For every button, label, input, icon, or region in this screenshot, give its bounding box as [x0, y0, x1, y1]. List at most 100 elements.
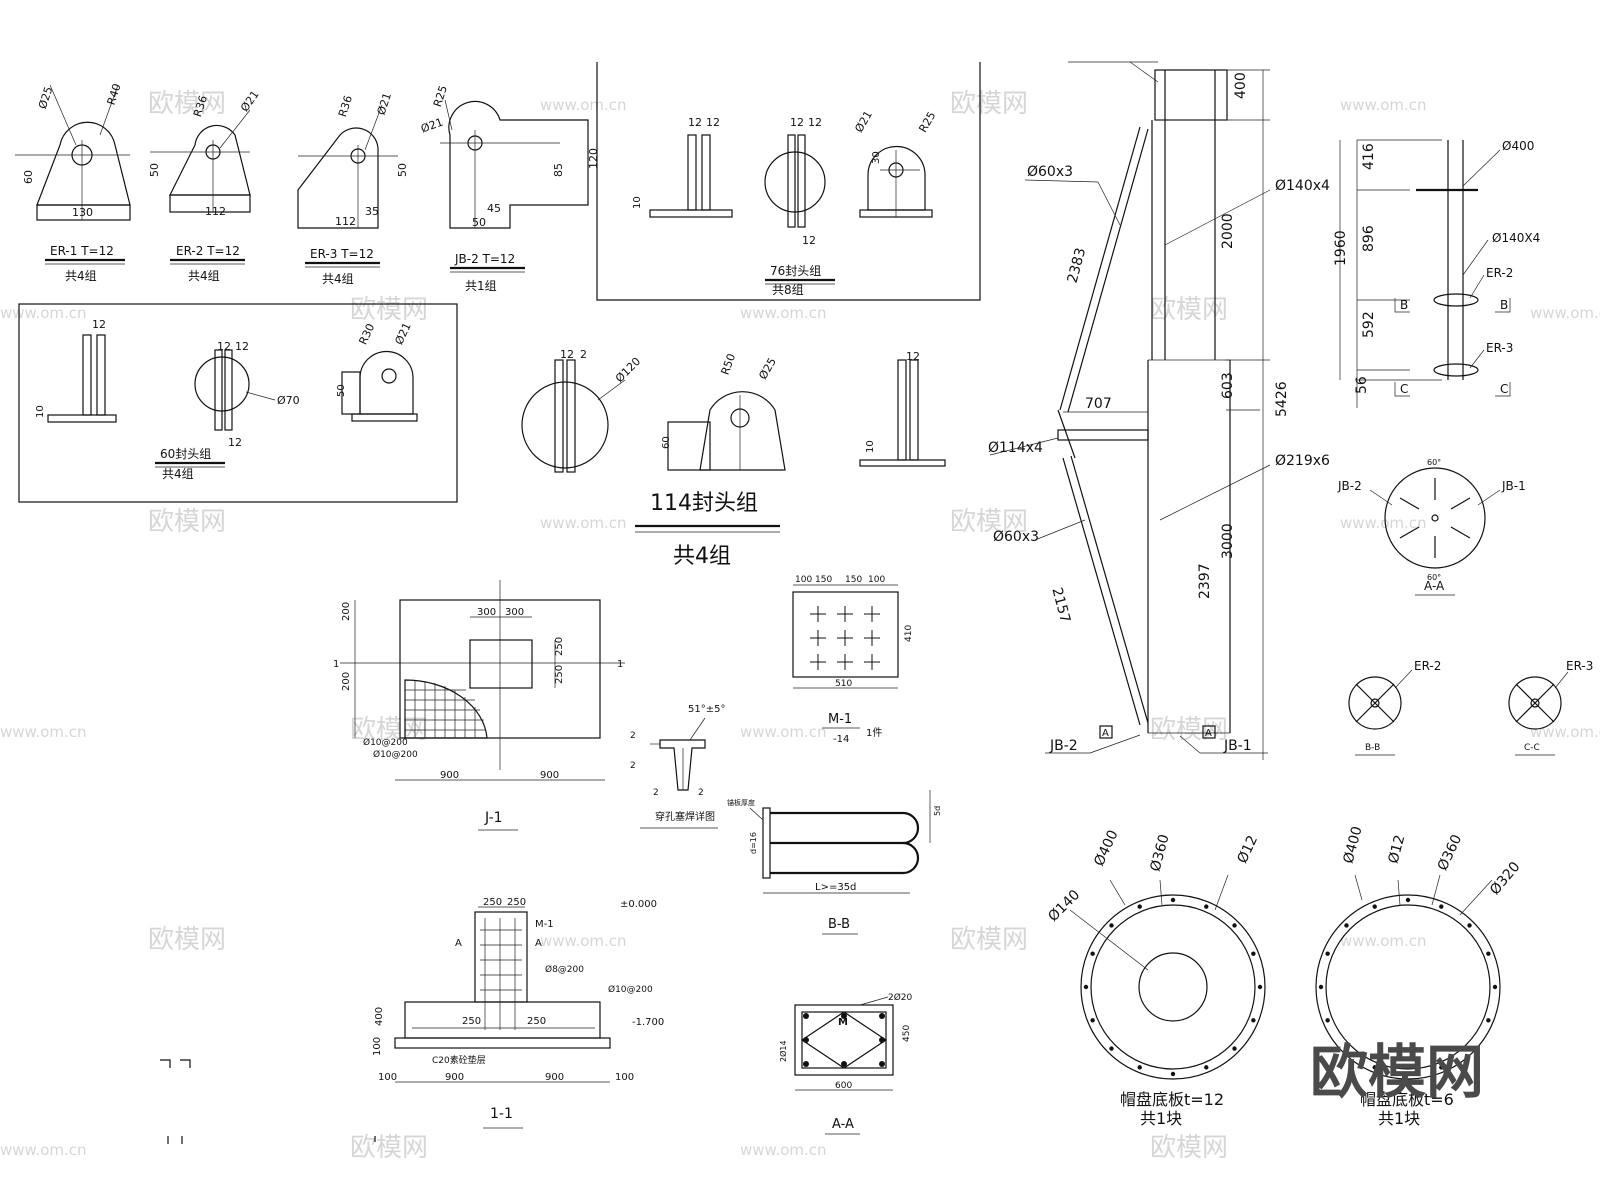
plate12-d360: Ø360	[1147, 833, 1172, 874]
column-section-top: 2Ø20	[888, 992, 913, 1003]
section11-d250: 250	[483, 897, 502, 908]
footing-d300: 300	[505, 607, 524, 618]
footing-d250: 250	[554, 665, 565, 684]
column-d400: 400	[1233, 72, 1249, 99]
jb2-dim45: 45	[487, 202, 501, 215]
er1-diameter: Ø25	[36, 85, 55, 111]
bolt-hole	[1486, 1018, 1491, 1023]
m1-plate: 100 150 150 100 510 410 M-1 -14 1件	[792, 575, 914, 745]
section-aa-title: A-A	[1424, 579, 1445, 593]
plate6-d400: Ø400	[1340, 825, 1365, 866]
section11-rebar10: Ø10@200	[608, 984, 653, 995]
section-aa-angle: 60°	[1427, 458, 1441, 467]
watermark-url: www.om.cn	[740, 1141, 827, 1159]
section-cc-er3: ER-3	[1566, 659, 1593, 673]
watermark-url: www.om.cn	[1340, 514, 1427, 532]
section-cc-post: ER-3 C-C	[1508, 659, 1593, 756]
m1-qty: 1件	[866, 727, 882, 739]
bolt-hole	[1325, 951, 1330, 956]
plate12-title: 帽盘底板t=12	[1120, 1090, 1224, 1109]
cap60-t4: 12	[228, 436, 242, 449]
cap114-t2: 2	[580, 348, 587, 361]
post-cut-b: B	[1500, 298, 1508, 312]
column-pipe140: Ø140x4	[1275, 178, 1330, 194]
cap76-base: 10	[632, 196, 643, 209]
plate6-qty: 共1块	[1378, 1109, 1420, 1128]
cap76-t1: 12	[688, 116, 702, 129]
post-er3: ER-3	[1486, 341, 1513, 355]
section11-d250-b: 250	[462, 1016, 481, 1027]
bolt-hole	[1232, 1046, 1237, 1051]
m1-d150: 150	[845, 575, 862, 585]
post-d592: 592	[1361, 311, 1377, 338]
m1-height: 410	[904, 625, 914, 642]
m1-d100: 100	[795, 575, 812, 585]
cap60-t1: 12	[92, 318, 106, 331]
cap114-diameter: Ø25	[756, 356, 779, 382]
cap114-qty: 共4组	[673, 544, 731, 569]
bolt-cross	[837, 630, 853, 646]
footing-mark: 1	[617, 659, 623, 670]
section11-d250-b: 250	[527, 1016, 546, 1027]
column-d5426: 5426	[1274, 381, 1290, 417]
section-bb-title: B-B	[1365, 743, 1380, 753]
plate6-d320: Ø320	[1487, 859, 1524, 898]
bolt-cross	[864, 606, 880, 622]
section-cc-title: C-C	[1524, 743, 1540, 753]
weld-n2: 2	[698, 788, 704, 798]
m1-width: 510	[835, 679, 852, 689]
cap60-t3: 12	[235, 340, 249, 353]
section-bb-er2: ER-2	[1414, 659, 1441, 673]
weld-n2: 2	[653, 788, 659, 798]
post-d56: 56	[1354, 376, 1370, 394]
bolt-hole	[1439, 904, 1444, 909]
column-section-m-mark: M	[838, 1017, 848, 1028]
bolt-cross	[810, 654, 826, 670]
watermark-brand: 欧模网	[148, 89, 226, 119]
jb2-diameter: Ø21	[419, 116, 445, 136]
section11-level0: ±0.000	[620, 899, 657, 910]
bolt-hole	[1467, 1046, 1472, 1051]
anchor-section-bb: 5d 锚板厚度 d=16 L>=35d B-B	[727, 790, 942, 935]
section-aa-jb1: JB-1	[1501, 479, 1526, 493]
bolt-hole	[1344, 1046, 1349, 1051]
er3-title: ER-3 T=12	[310, 247, 374, 261]
cap114-base: 10	[865, 440, 876, 453]
jb2-dim85: 85	[552, 163, 565, 177]
plate12-qty: 共1块	[1140, 1109, 1182, 1128]
section-bb-post: ER-2 B-B	[1348, 659, 1441, 756]
er3-width: 112	[335, 215, 356, 228]
bolt-cross	[864, 654, 880, 670]
plate12-bolt-holes	[1083, 897, 1263, 1077]
bolt-hole	[1439, 1065, 1444, 1070]
watermark-brand: 欧模网	[1150, 715, 1228, 745]
column-brace-lower: Ø60x3	[993, 529, 1039, 545]
column-d603: 603	[1220, 372, 1236, 399]
bolt-hole	[1467, 923, 1472, 928]
plate6-d12: Ø12	[1385, 833, 1408, 865]
footing-plan-j1: 200 200 300 300 250 250 900 900 1 1 Ø10@…	[333, 580, 625, 831]
watermark-url: www.om.cn	[1340, 96, 1427, 114]
watermark-url: www.om.cn	[740, 304, 827, 322]
bolt-hole	[1232, 923, 1237, 928]
bolt-hole	[1257, 984, 1263, 990]
weld-n2: 2	[630, 731, 636, 741]
watermark-url: www.om.cn	[540, 932, 627, 950]
watermark-brand: 欧模网	[350, 1133, 428, 1163]
bolt-hole	[1109, 923, 1114, 928]
corner-marks	[160, 1059, 376, 1144]
column-section-bars	[803, 1013, 885, 1067]
bolt-hole	[1251, 1018, 1256, 1023]
jb2-radius: R25	[431, 84, 450, 109]
watermark-url: www.om.cn	[0, 1141, 87, 1159]
footing-d200: 200	[341, 602, 352, 621]
section11-tag-a: A	[455, 938, 462, 949]
m1-d100: 100	[868, 575, 885, 585]
er1-width: 130	[72, 206, 93, 219]
watermark-url: www.om.cn	[1530, 304, 1600, 322]
cap60-group: 12 10 12 12 12 Ø70 R30 Ø21 50 60封头组 共4组	[18, 303, 458, 503]
column-tag-a: A	[1205, 728, 1212, 739]
plate12-d12: Ø12	[1235, 833, 1262, 866]
post-p400: Ø400	[1502, 139, 1534, 153]
section11-d400: 400	[374, 1007, 385, 1026]
